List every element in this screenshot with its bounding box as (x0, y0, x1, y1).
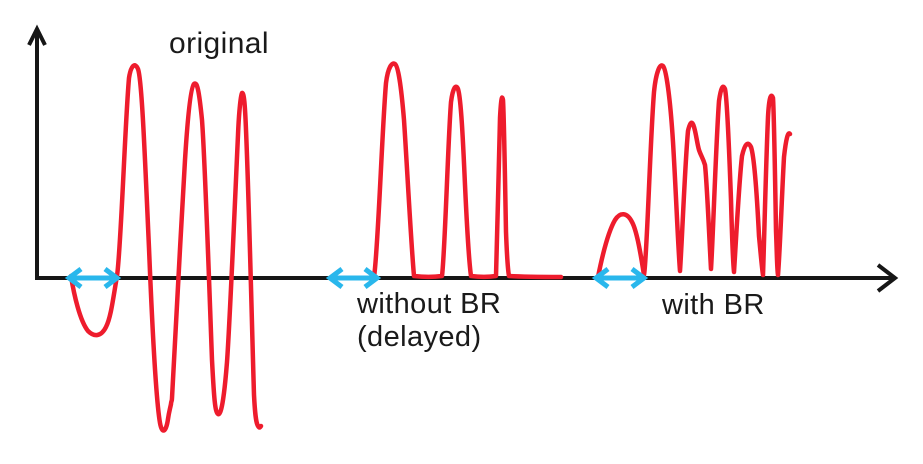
label-original: original (169, 27, 269, 60)
label-without-br-line1: without BR (357, 288, 502, 320)
label-with-br: with BR (662, 289, 765, 321)
waveform-without-br (371, 61, 564, 280)
y-axis-arrowhead-icon (27, 24, 47, 46)
delay-arrow-original-icon (64, 267, 122, 289)
waveform-with-br (595, 63, 793, 280)
x-axis-arrowhead-icon (876, 263, 899, 293)
label-without-br: without BR (delayed) (357, 288, 501, 354)
delay-arrow-with-br-icon (591, 267, 649, 289)
delay-arrow-without-br-icon (325, 267, 382, 289)
waveform-original (68, 63, 264, 433)
label-without-br-line2: (delayed) (357, 321, 482, 353)
